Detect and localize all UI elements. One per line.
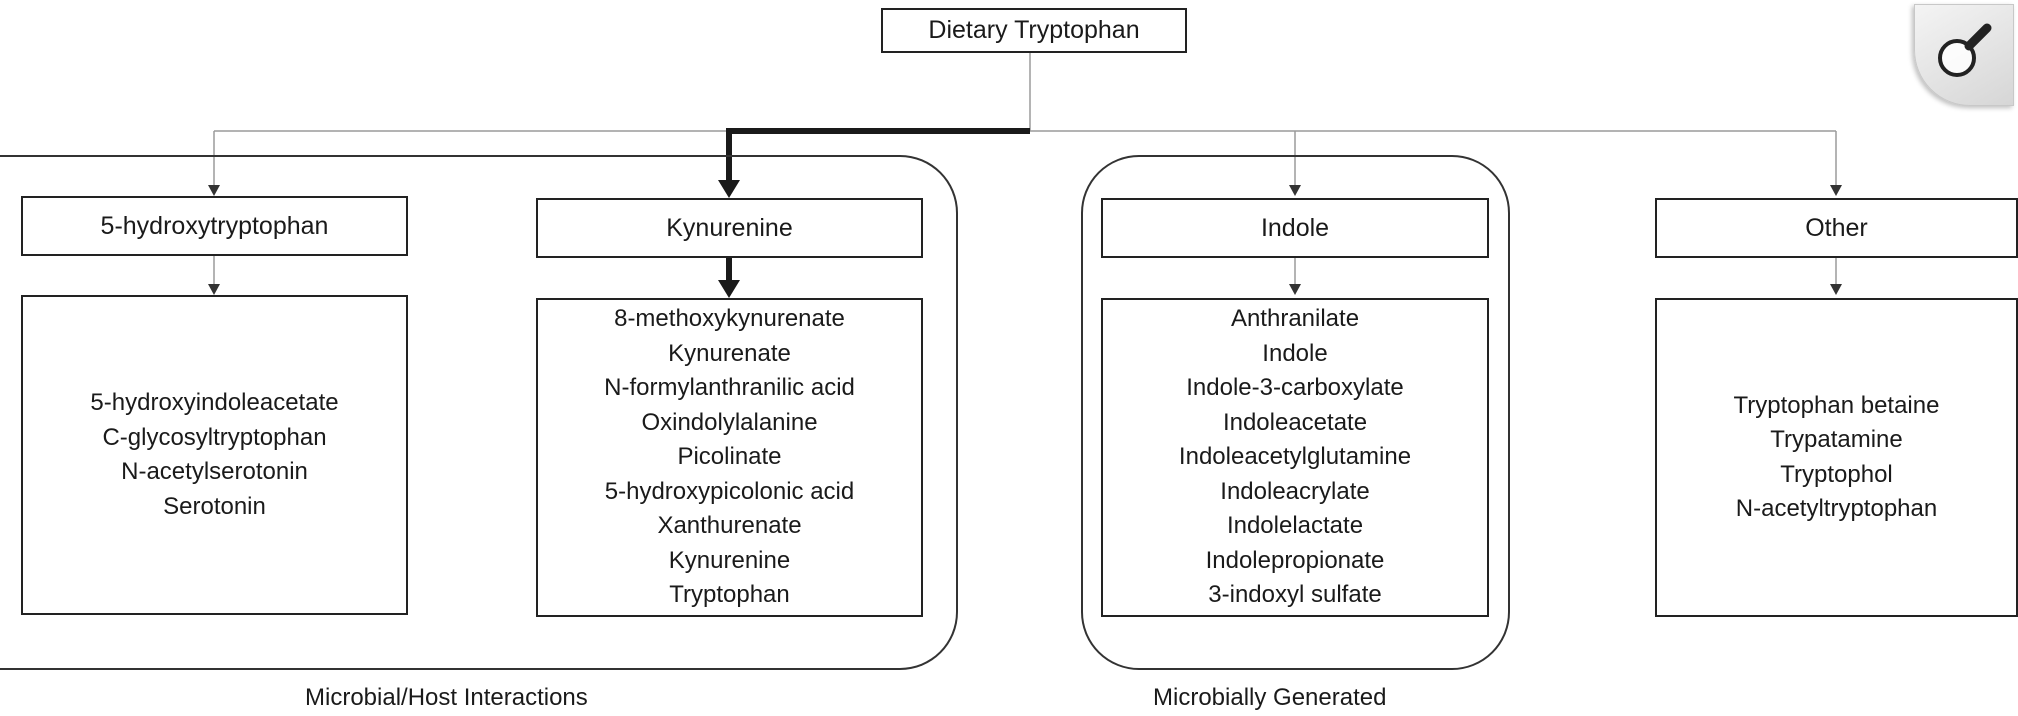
group-label-host-interactions: Microbial/Host Interactions xyxy=(305,684,588,711)
list-item: Indolepropionate xyxy=(1205,546,1385,574)
list-item: Serotonin xyxy=(163,492,266,520)
arrow-5htp xyxy=(208,185,220,196)
list-item: Indole xyxy=(1262,339,1328,367)
dietary-tryptophan-label: Dietary Tryptophan xyxy=(928,16,1140,44)
arrow-5htp-list xyxy=(208,284,220,295)
list-item: N-acetylserotonin xyxy=(121,458,308,485)
zoom-button[interactable] xyxy=(1914,4,2014,106)
group-label-microbially-generated: Microbially Generated xyxy=(1153,684,1387,711)
list-item: 8-methoxykynurenate xyxy=(614,305,845,333)
arrow-other xyxy=(1830,185,1842,196)
kynurenine-arrow xyxy=(718,180,740,198)
list-item: Tryptophan xyxy=(669,581,790,609)
list-item: Picolinate xyxy=(677,443,782,471)
pathway-header-label: Kynurenine xyxy=(666,213,793,242)
arrow-indole-list xyxy=(1289,284,1301,295)
list-item: N-acetyltryptophan xyxy=(1735,495,1938,522)
group-host-interactions xyxy=(0,155,958,670)
list-item: Indoleacetylglutamine xyxy=(1178,443,1412,471)
list-item: C-glycosyltryptophan xyxy=(102,423,327,451)
dietary-tryptophan-box: Dietary Tryptophan xyxy=(881,8,1187,53)
pathway-header-other: Other xyxy=(1655,198,2018,258)
metabolite-list-other: Tryptophan betaine Trypatamine Tryptopho… xyxy=(1655,298,2018,617)
list-item: Trypatamine xyxy=(1770,426,1903,453)
list-item: Tryptophol xyxy=(1780,460,1893,488)
metabolite-list-indole: Anthranilate Indole Indole-3-carboxylate… xyxy=(1101,298,1489,617)
kynurenine-branch-line xyxy=(726,128,1030,184)
list-item: Xanthurenate xyxy=(657,512,802,540)
pathway-header-5-hydroxytryptophan: 5-hydroxytryptophan xyxy=(21,196,408,256)
list-item: Anthranilate xyxy=(1230,305,1360,333)
pathway-header-label: Other xyxy=(1805,213,1868,242)
group-microbially-generated xyxy=(1081,155,1510,670)
list-item: Kynurenine xyxy=(668,546,791,574)
list-item: Indolelactate xyxy=(1226,512,1364,540)
pathway-header-indole: Indole xyxy=(1101,198,1489,258)
metabolite-list-kynurenine: 8-methoxykynurenate Kynurenate N-formyla… xyxy=(536,298,923,617)
list-item: Indoleacetate xyxy=(1222,408,1368,436)
arrow-other-list xyxy=(1830,284,1842,295)
arrow-indole xyxy=(1289,185,1301,196)
metabolite-list-5-hydroxytryptophan: 5-hydroxyindoleacetate C-glycosyltryptop… xyxy=(21,295,408,615)
magnifier-icon xyxy=(1931,20,1997,91)
pathway-header-label: Indole xyxy=(1260,213,1330,242)
list-item: Oxindolylalanine xyxy=(641,408,818,436)
list-item: Indole-3-carboxylate xyxy=(1186,374,1404,402)
list-item: Indoleacrylate xyxy=(1220,477,1370,505)
list-item: 3-indoxyl sulfate xyxy=(1208,581,1382,609)
list-item: 5-hydroxyindoleacetate xyxy=(90,389,339,416)
list-item: N-formylanthranilic acid xyxy=(604,374,855,402)
pathway-header-kynurenine: Kynurenine xyxy=(536,198,923,258)
arrow-kynurenine-list xyxy=(718,280,740,298)
list-item: Tryptophan betaine xyxy=(1733,391,1940,419)
list-item: Kynurenate xyxy=(668,339,791,367)
pathway-header-label: 5-hydroxytryptophan xyxy=(100,211,329,240)
list-item: 5-hydroxypicolonic acid xyxy=(604,477,855,505)
